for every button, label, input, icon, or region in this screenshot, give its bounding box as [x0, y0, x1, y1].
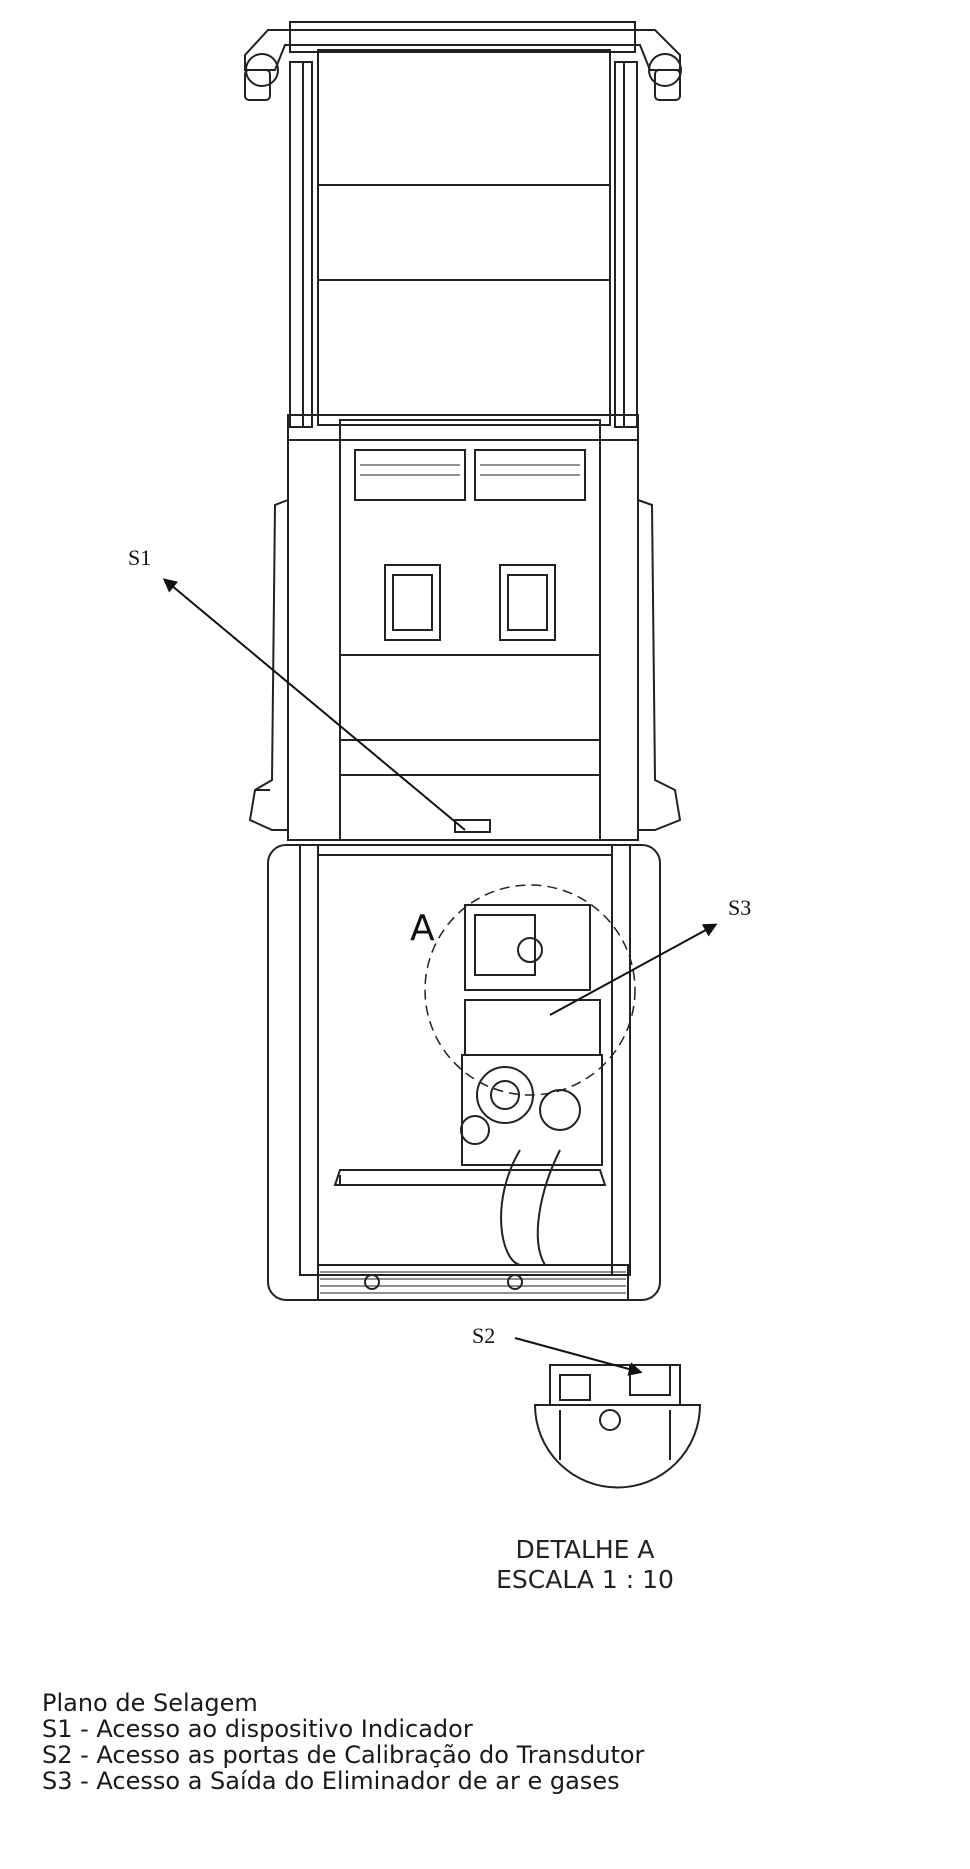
s1-leader-arrow — [162, 578, 466, 831]
detail-scale: ESCALA 1 : 10 — [496, 1565, 674, 1594]
dispenser-outline — [244, 21, 682, 1301]
s3-leader-arrow — [549, 923, 718, 1016]
sealing-plan-legend: Plano de Selagem S1 - Acesso ao disposit… — [42, 1690, 644, 1794]
callout-s1: S1 — [128, 545, 151, 570]
callout-s2: S2 — [472, 1323, 495, 1348]
s2-leader-arrow — [514, 1337, 643, 1376]
legend-item-s1: S1 - Acesso ao dispositivo Indicador — [42, 1715, 473, 1743]
detail-marker-a: A — [410, 908, 435, 949]
detail-title: DETALHE A — [515, 1535, 655, 1564]
legend-item-s2: S2 - Acesso as portas de Calibração do T… — [42, 1741, 645, 1769]
legend-item-s3: S3 - Acesso a Saída do Eliminador de ar … — [42, 1767, 620, 1795]
legend-title: Plano de Selagem — [42, 1689, 258, 1717]
callout-s3: S3 — [728, 895, 751, 920]
detail-a-view — [533, 1364, 702, 1489]
detail-caption: DETALHE A ESCALA 1 : 10 — [460, 1535, 710, 1595]
